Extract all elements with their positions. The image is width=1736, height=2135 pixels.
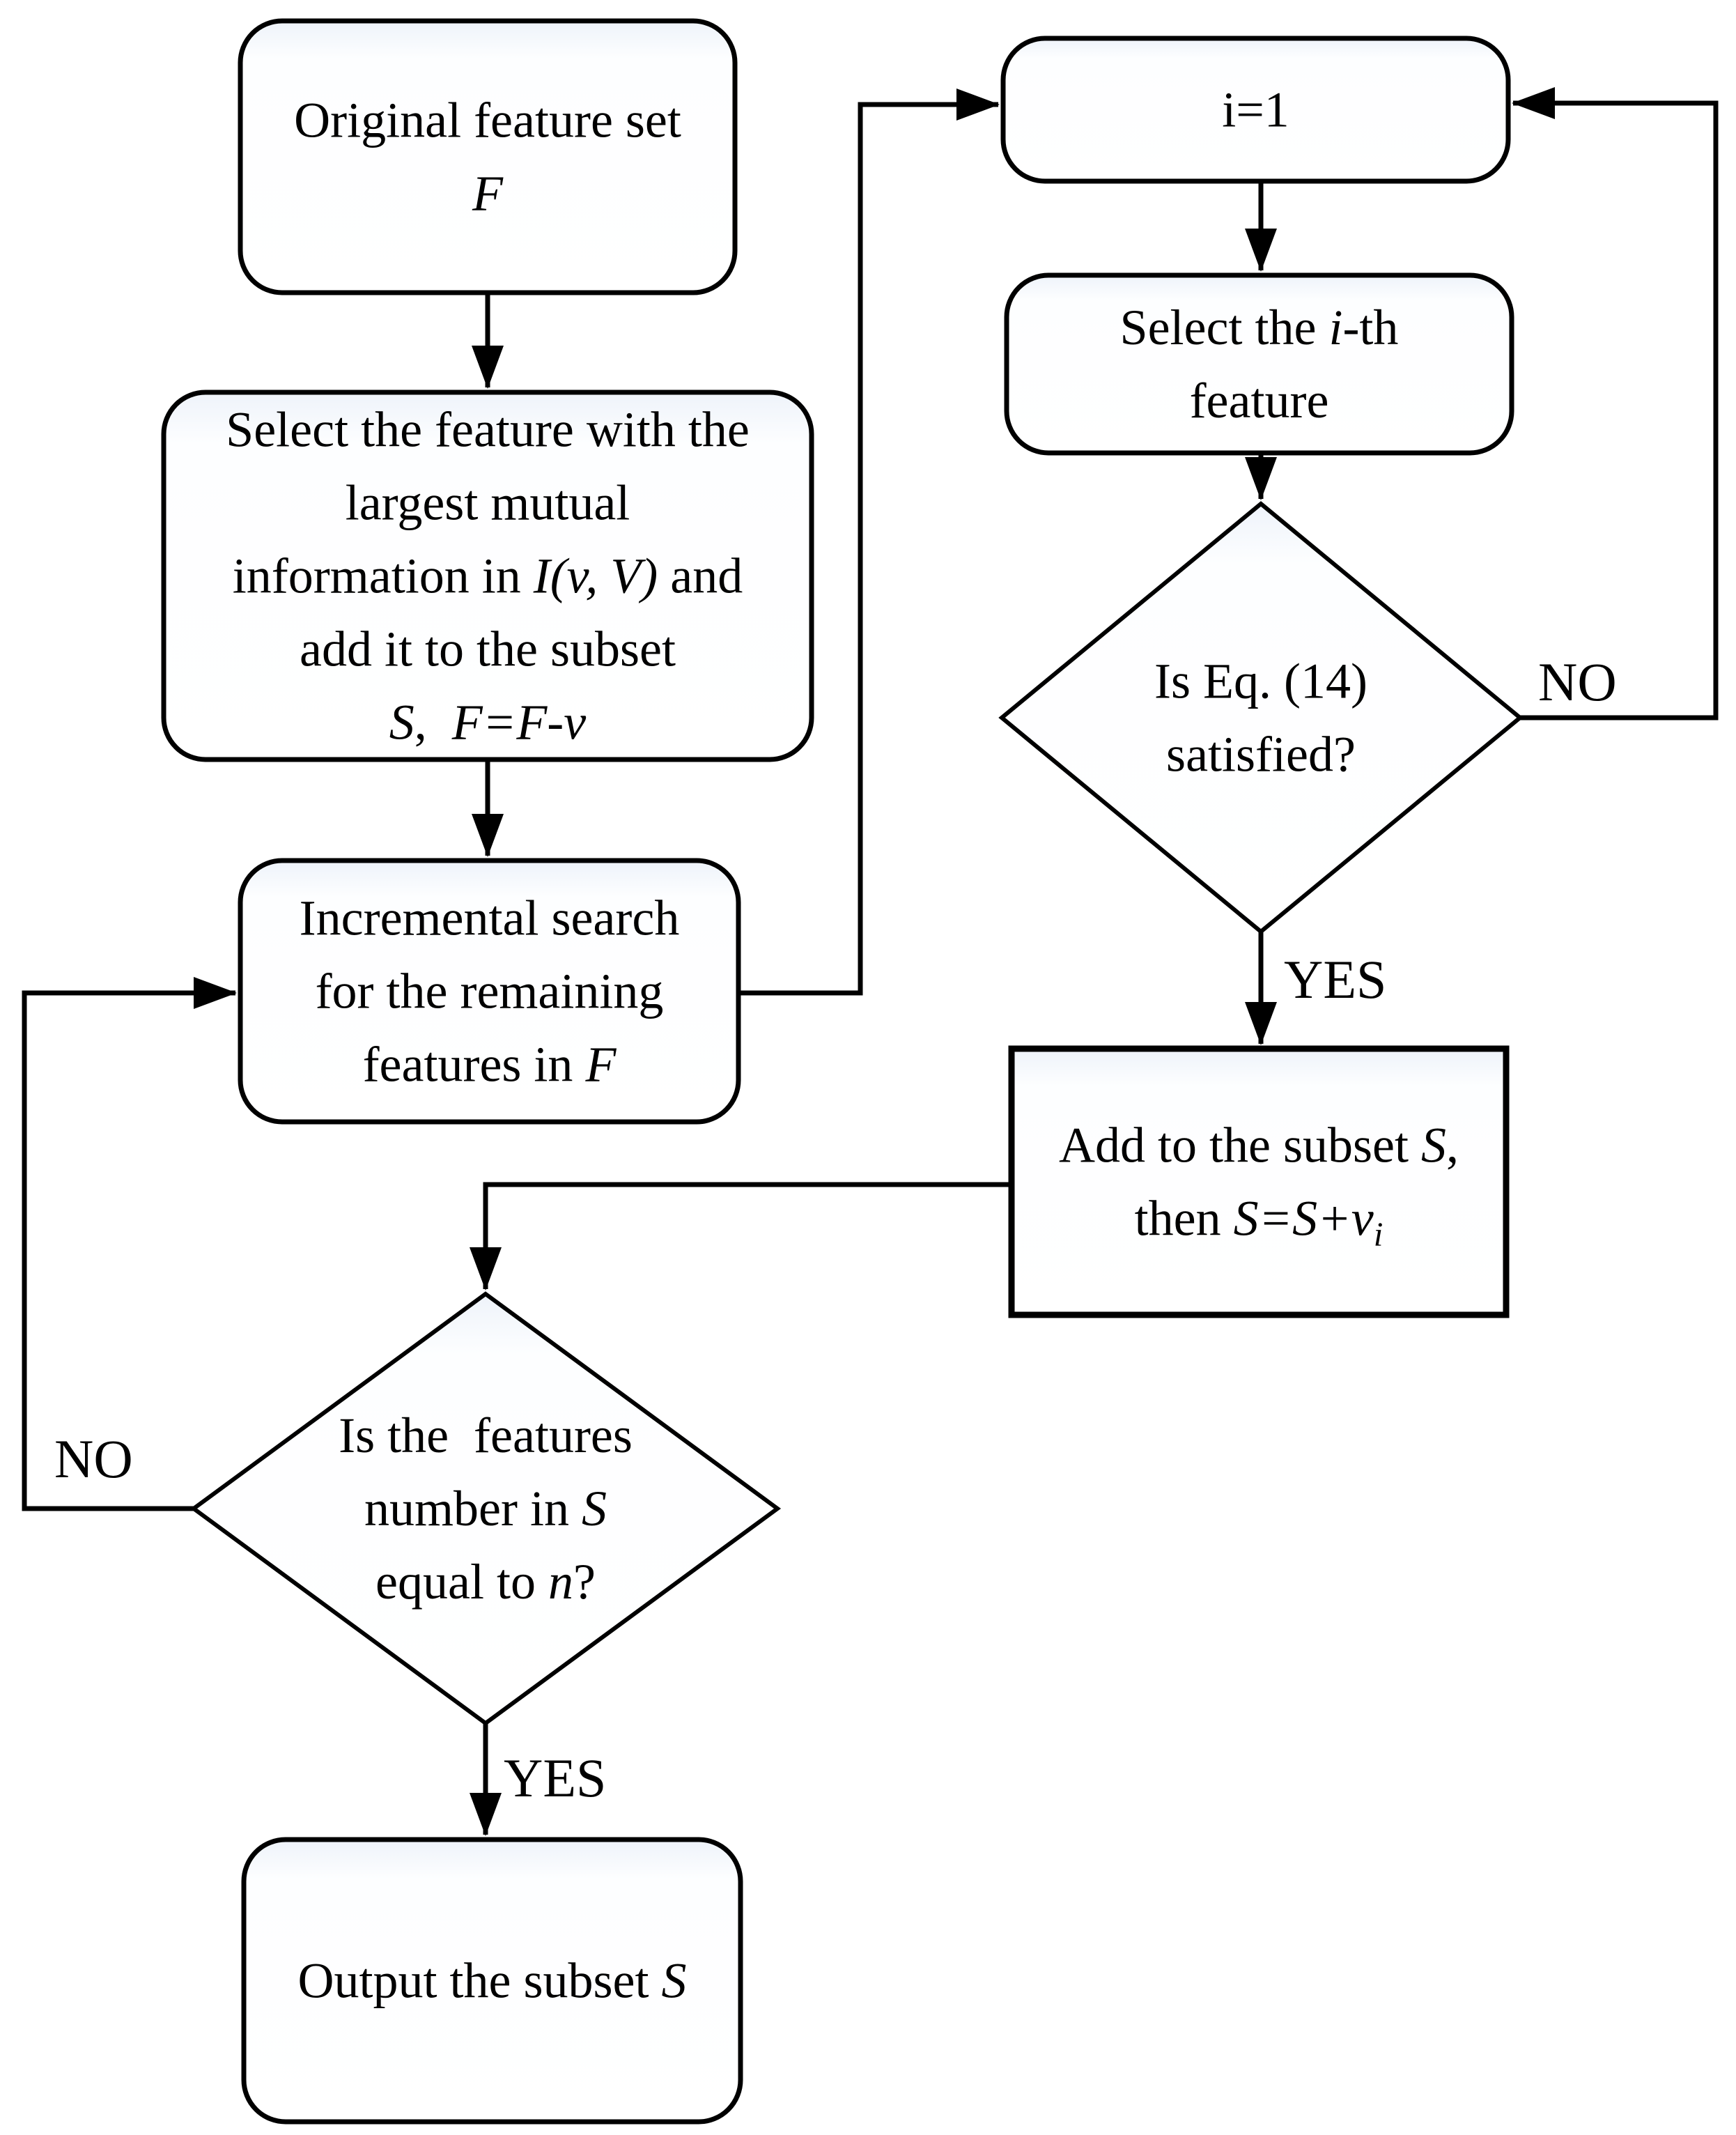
node-text-segment: F bbox=[472, 166, 504, 222]
node-text-segment: add it to the subset bbox=[300, 622, 676, 677]
node-incremental-search-text-line: for the remaining bbox=[316, 964, 664, 1019]
process-incremental-search-shape bbox=[238, 858, 741, 1125]
node-text-segment: S bbox=[1421, 1118, 1446, 1173]
node-is-feature-count-n-text-line: equal to n? bbox=[375, 1554, 596, 1610]
node-text-segment: Select the feature with the bbox=[226, 402, 750, 458]
edges-layer bbox=[22, 87, 1719, 1836]
node-is-feature-count-n-text-line: Is the features bbox=[339, 1408, 633, 1463]
node-original-feature-set-text-line: Original feature set bbox=[294, 93, 681, 148]
node-is-feature-count-n-text-line: number in S bbox=[364, 1481, 607, 1536]
node-text-segment: largest mutual bbox=[346, 475, 630, 531]
process-original-feature-set-shape bbox=[238, 18, 738, 295]
node-text-segment: Add to the subset bbox=[1059, 1118, 1421, 1173]
node-output-subset-text-line: Output the subset S bbox=[298, 1953, 687, 2009]
node-select-largest-mutual-info-text-line: information in I(v, V) and bbox=[233, 548, 743, 604]
node-text-segment: i bbox=[1328, 300, 1342, 355]
node-text-segment: i bbox=[1374, 1215, 1384, 1253]
node-text-segment: S bbox=[389, 695, 414, 750]
process-select-ith-feature-shape bbox=[1004, 272, 1514, 456]
node-text-segment: equal to bbox=[375, 1554, 548, 1610]
node-output-subset: Output the subset S bbox=[241, 1837, 743, 2125]
edge-label-yes-count: YES bbox=[504, 1748, 606, 1808]
node-text-segment: Select the bbox=[1120, 300, 1329, 355]
node-text-segment: F=F-v bbox=[451, 695, 587, 750]
node-select-largest-mutual-info: Select the feature with the largest mutua… bbox=[161, 390, 814, 762]
node-text-segment: i=1 bbox=[1222, 82, 1289, 138]
node-text-segment: I(v, V) bbox=[533, 548, 658, 604]
node-text-segment: S bbox=[661, 1953, 686, 2009]
edge-label-yes-eq14: YES bbox=[1284, 949, 1386, 1010]
node-text-segment: , bbox=[414, 695, 452, 750]
decision-is-feature-count-n-shape bbox=[189, 1291, 782, 1726]
node-text-segment: Incremental search bbox=[300, 891, 680, 946]
node-incremental-search: Incremental search for the remaining featu… bbox=[238, 858, 741, 1125]
node-add-to-subset: Add to the subset S, then S=S+vi bbox=[1008, 1045, 1510, 1318]
flow-edge-eq14-no-to-i1 bbox=[1512, 87, 1719, 720]
node-text-segment: then bbox=[1135, 1191, 1234, 1247]
node-is-eq14-satisfied-text-line: Is Eq. (14) bbox=[1154, 654, 1367, 709]
node-text-segment: Is the features bbox=[339, 1408, 633, 1463]
node-text-segment: Is Eq. (14) bbox=[1154, 654, 1367, 709]
node-text-segment: -th bbox=[1342, 300, 1398, 355]
node-text-segment: for the remaining bbox=[316, 964, 664, 1019]
node-text-segment: S bbox=[582, 1481, 607, 1536]
node-is-eq14-satisfied: Is Eq. (14) satisfied? bbox=[998, 501, 1524, 934]
node-select-largest-mutual-info-text-line: add it to the subset bbox=[300, 622, 676, 677]
node-i-equals-1-text-line: i=1 bbox=[1222, 82, 1289, 138]
decision-is-eq14-satisfied-shape bbox=[998, 501, 1524, 934]
node-text-segment: features in bbox=[363, 1037, 586, 1093]
process-add-to-subset-shape bbox=[1008, 1045, 1510, 1318]
node-text-segment: number in bbox=[364, 1481, 582, 1536]
node-incremental-search-text-line: features in F bbox=[363, 1037, 617, 1093]
node-select-largest-mutual-info-text-line: S, F=F-v bbox=[389, 695, 587, 750]
flow-edge-add-to-count-check bbox=[470, 1182, 1012, 1290]
node-text-segment: and bbox=[658, 548, 743, 604]
node-add-to-subset-text-line: Add to the subset S, bbox=[1059, 1118, 1459, 1173]
node-text-segment: ? bbox=[573, 1554, 596, 1610]
edge-label-no-eq14: NO bbox=[1538, 652, 1617, 712]
process-output-subset-shape bbox=[241, 1837, 743, 2125]
flow-edge-incremental-to-i1 bbox=[738, 88, 1000, 996]
node-i-equals-1: i=1 bbox=[1000, 36, 1511, 184]
flow-edge-count-no-to-incremental bbox=[22, 977, 237, 1511]
node-text-segment: S=S+v bbox=[1234, 1191, 1374, 1247]
node-text-segment: satisfied? bbox=[1166, 727, 1356, 783]
node-select-ith-feature-text-line: Select the i-th bbox=[1120, 300, 1399, 355]
labels-layer: YES NO YES NO bbox=[54, 652, 1617, 1808]
node-text-segment: Original feature set bbox=[294, 93, 681, 148]
edge-label-no-count: NO bbox=[54, 1428, 133, 1489]
node-text-segment: information in bbox=[233, 548, 534, 604]
node-incremental-search-text-line: Incremental search bbox=[300, 891, 680, 946]
node-select-largest-mutual-info-text-line: largest mutual bbox=[346, 475, 630, 531]
process-select-largest-mutual-info-shape bbox=[161, 390, 814, 762]
node-text-segment: Output the subset bbox=[298, 1953, 662, 2009]
node-original-feature-set-text-line: F bbox=[472, 166, 504, 222]
node-select-largest-mutual-info-text-line: Select the feature with the bbox=[226, 402, 750, 458]
node-text-segment: feature bbox=[1190, 373, 1329, 429]
node-add-to-subset-text-line: then S=S+vi bbox=[1135, 1191, 1384, 1254]
node-text-segment: F bbox=[584, 1037, 617, 1093]
node-text-segment: n bbox=[548, 1554, 573, 1610]
node-text-segment: , bbox=[1446, 1118, 1459, 1173]
node-is-eq14-satisfied-text-line: satisfied? bbox=[1166, 727, 1356, 783]
node-select-ith-feature-text-line: feature bbox=[1190, 373, 1329, 429]
process-i-equals-1-shape bbox=[1000, 36, 1511, 184]
